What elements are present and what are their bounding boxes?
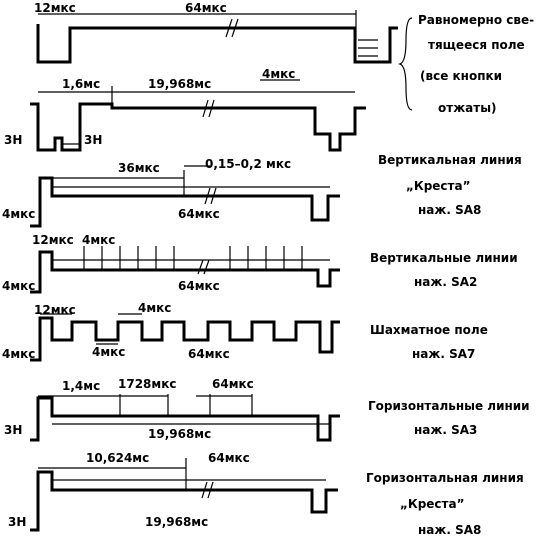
caption-line: „Креста” xyxy=(406,179,470,193)
timing-label: 4мкс xyxy=(92,345,125,359)
timing-label: 1,4мс xyxy=(62,379,100,393)
panel-cross-vertical: 36мкс 0,15–0,2 мкс 4мкс 64мкс Вертикальн… xyxy=(2,153,522,228)
line-sync-waveform xyxy=(36,24,398,64)
line-sync-waveform xyxy=(30,250,340,294)
caption-line: Равномерно све- xyxy=(418,13,534,27)
timing-label: 19,968мс xyxy=(148,77,211,91)
break-mark xyxy=(203,259,210,275)
caption-line: наж. SA8 xyxy=(418,523,481,537)
caption-line: Вертикальные линии xyxy=(370,251,518,265)
timing-label: 64мкс xyxy=(208,451,250,465)
line-sync-waveform xyxy=(30,176,340,228)
caption-line: Шахматное поле xyxy=(370,323,488,337)
panel-uniform-field: 12мкс 64мкс 1,6мс 19,968мс 4мкс 3Н 3Н Ра… xyxy=(4,1,534,152)
timing-label: 64мкс xyxy=(212,377,254,391)
timing-label: 19,968мс xyxy=(148,427,211,441)
caption-line: отжаты) xyxy=(438,101,497,115)
break-mark xyxy=(202,99,209,118)
timing-label: 64мкс xyxy=(178,207,220,221)
timing-label: 4мкс xyxy=(82,233,115,247)
caption-brace xyxy=(398,17,413,111)
panel-vertical-lines: 12мкс 4мкс 4мкс 64мкс Вертикальные линии… xyxy=(2,233,518,294)
break-mark xyxy=(204,187,211,205)
timing-label: 1728мкс xyxy=(118,377,176,391)
timing-label: 4мкс xyxy=(2,347,35,361)
caption-line: наж. SA7 xyxy=(412,347,475,361)
timing-label: 64мкс xyxy=(185,1,227,15)
caption-line: наж. SA8 xyxy=(418,203,481,217)
caption-line: (все кнопки xyxy=(420,69,502,83)
caption-line: Вертикальная линия xyxy=(378,153,522,167)
caption-line: тящееся поле xyxy=(428,38,525,52)
break-mark xyxy=(210,187,217,205)
timing-label: 0,15–0,2 мкс xyxy=(205,157,291,171)
frame-sync-waveform xyxy=(30,396,340,442)
caption-line: „Креста” xyxy=(400,497,464,511)
caption-line: Горизонтальная линия xyxy=(366,471,524,485)
timing-label: 12мкс xyxy=(34,303,76,317)
timing-label: 3Н xyxy=(4,133,22,147)
timing-label: 10,624мс xyxy=(86,451,149,465)
timing-label: 4мкс xyxy=(2,279,35,293)
timing-label: 3Н xyxy=(8,515,26,529)
timing-label: 12мкс xyxy=(34,1,76,15)
break-mark xyxy=(197,259,204,275)
timing-label: 1,6мс xyxy=(62,77,100,91)
break-mark xyxy=(208,99,215,118)
timing-label: 4мкс xyxy=(138,301,171,315)
caption-line: наж. SA2 xyxy=(414,275,477,289)
timing-label: 36мкс xyxy=(118,161,160,175)
caption-line: Горизонтальные линии xyxy=(368,399,530,413)
line-sync-waveform xyxy=(30,316,340,362)
break-mark xyxy=(231,18,239,38)
panel-checkerboard: 12мкс 4мкс 4мкс 4мкс 64мкс Шахматное пол… xyxy=(2,301,488,362)
panel-horizontal-lines: 1,4мс 1728мкс 64мкс 3Н 19,968мс Горизонт… xyxy=(4,377,530,442)
frame-sync-waveform xyxy=(30,470,338,532)
timing-label: 64мкс xyxy=(178,279,220,293)
timing-label: 64мкс xyxy=(188,347,230,361)
timing-label: 3Н xyxy=(84,133,102,147)
timing-label: 4мкс xyxy=(2,207,35,221)
break-mark xyxy=(225,18,233,38)
timing-label: 4мкс xyxy=(262,67,295,81)
timing-label: 12мкс xyxy=(32,233,74,247)
caption-line: наж. SA3 xyxy=(414,423,477,437)
panel-cross-horizontal: 10,624мс 64мкс 3Н 19,968мс Горизонтальна… xyxy=(8,451,524,537)
timing-label: 19,968мс xyxy=(145,515,208,529)
break-mark xyxy=(207,481,214,499)
frame-sync-waveform xyxy=(30,102,366,152)
timing-label: 3Н xyxy=(4,423,22,437)
break-mark xyxy=(201,481,208,499)
